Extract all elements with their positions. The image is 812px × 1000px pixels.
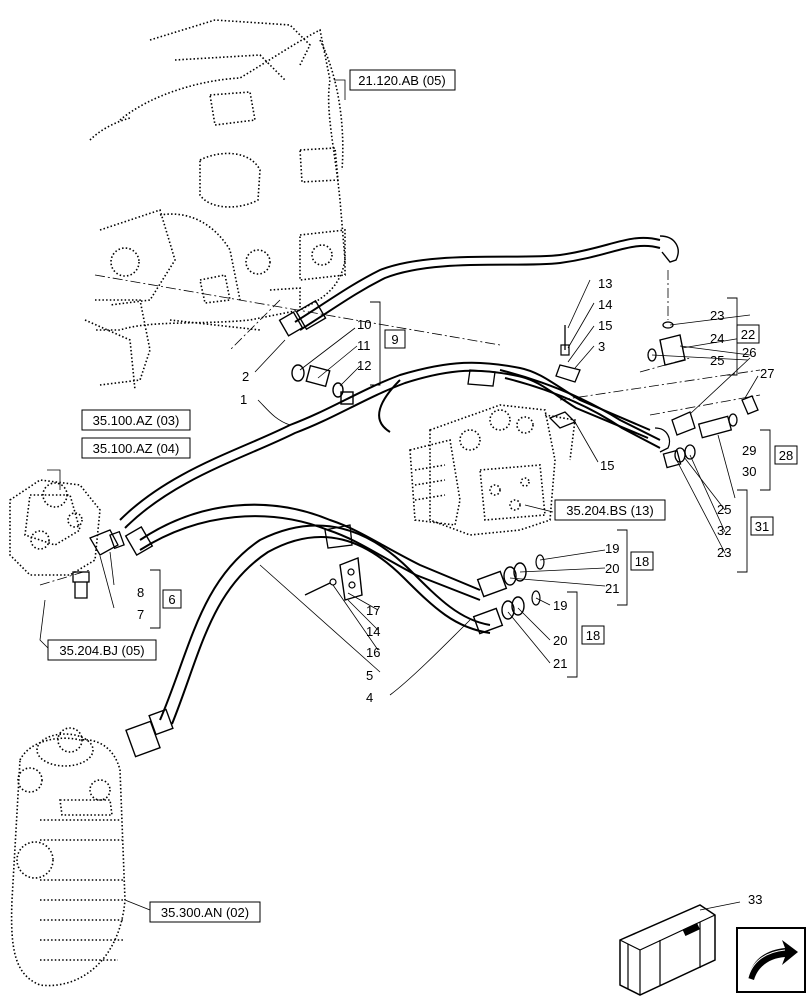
transmission-housing (84, 19, 346, 391)
fitting-set-28-31 (662, 395, 759, 469)
callout-2: 2 (242, 369, 249, 384)
callout-32: 32 (717, 523, 731, 538)
callout-15-lower: 15 (600, 458, 614, 473)
callout-23: 23 (710, 308, 724, 323)
group-brackets (150, 297, 771, 678)
callout-4: 4 (366, 690, 373, 705)
svg-text:35.204.BJ (05): 35.204.BJ (05) (59, 643, 144, 658)
centerline-b (559, 369, 761, 401)
svg-text:35.100.AZ (03): 35.100.AZ (03) (93, 413, 180, 428)
svg-text:31: 31 (755, 519, 769, 534)
callout-19: 19 (605, 541, 619, 556)
callout-17: 17 (366, 603, 380, 618)
callout-12: 12 (357, 358, 371, 373)
elbow-fitting-22 (647, 321, 686, 366)
ref-35100az03[interactable]: 35.100.AZ (03) (81, 409, 191, 431)
callout-8: 8 (137, 585, 144, 600)
group-box-9: 9 (384, 329, 406, 349)
callout-10: 10 (357, 317, 371, 332)
svg-text:28: 28 (779, 448, 793, 463)
ref-35204bj[interactable]: 35.204.BJ (05) (47, 639, 157, 661)
callout-13: 13 (598, 276, 612, 291)
group-box-31: 31 (750, 516, 774, 536)
fitting-set-18-lower (472, 590, 541, 635)
ref-35204bs[interactable]: 35.204.BS (13) (554, 499, 666, 521)
callout-25: 25 (710, 353, 724, 368)
centerline-c (649, 394, 761, 416)
callout-1: 1 (240, 392, 247, 407)
callout-20: 20 (605, 561, 619, 576)
callout-26: 26 (742, 345, 756, 360)
bolt-35204bj (72, 571, 90, 599)
group-box-18-upper: 18 (630, 551, 654, 571)
callout-15: 15 (598, 318, 612, 333)
callout-21: 21 (605, 581, 619, 596)
svg-text:21.120.AB (05): 21.120.AB (05) (358, 73, 445, 88)
svg-text:9: 9 (391, 332, 398, 347)
svg-text:35.300.AN (02): 35.300.AN (02) (161, 905, 249, 920)
pipe-3 (499, 369, 671, 453)
fitting-set-18-upper (476, 554, 545, 598)
callout-25-lower: 25 (717, 502, 731, 517)
hose-2 (278, 235, 679, 337)
next-page-arrow-icon[interactable] (736, 927, 806, 993)
group-box-18-lower: 18 (581, 625, 605, 645)
callout-14: 14 (598, 297, 612, 312)
centerline-a (94, 274, 501, 346)
svg-text:18: 18 (586, 628, 600, 643)
control-valve-block (409, 404, 576, 536)
bracket-assembly (548, 325, 581, 429)
ref-35100az04[interactable]: 35.100.AZ (04) (81, 437, 191, 459)
callout-20-lower: 20 (553, 633, 567, 648)
callout-23-lower: 23 (717, 545, 731, 560)
centerline-g (229, 299, 281, 351)
ref-21120ab[interactable]: 21.120.AB (05) (349, 69, 456, 91)
hydraulic-pump (9, 479, 101, 576)
callout-numbers: 2 1 10 11 12 13 14 15 3 15 23 24 25 26 2… (137, 276, 774, 907)
callout-33: 33 (748, 892, 762, 907)
svg-text:6: 6 (168, 592, 175, 607)
fitting-set-9 (291, 364, 354, 405)
callout-29: 29 (742, 443, 756, 458)
callout-16: 16 (366, 645, 380, 660)
hose-4 (125, 524, 491, 758)
callout-21-lower: 21 (553, 656, 567, 671)
kit-crate-33 (619, 904, 716, 996)
callout-7: 7 (137, 607, 144, 622)
svg-text:35.204.BS (13): 35.204.BS (13) (566, 503, 653, 518)
callout-14-lower: 14 (366, 624, 380, 639)
group-box-28: 28 (774, 445, 798, 465)
callout-19-lower: 19 (553, 598, 567, 613)
elbow-fitting-6 (89, 529, 125, 556)
callout-5: 5 (366, 668, 373, 683)
leader-lines (39, 79, 759, 911)
callout-27: 27 (760, 366, 774, 381)
svg-text:22: 22 (741, 327, 755, 342)
ref-35300an[interactable]: 35.300.AN (02) (149, 901, 261, 923)
filter-housing (10, 727, 126, 987)
callout-30: 30 (742, 464, 756, 479)
callout-3: 3 (598, 339, 605, 354)
svg-text:35.100.AZ (04): 35.100.AZ (04) (93, 441, 180, 456)
callout-24: 24 (710, 331, 724, 346)
callout-11: 11 (357, 338, 371, 353)
group-box-22: 22 (736, 324, 760, 344)
clamp-assembly (304, 557, 363, 601)
group-box-6: 6 (162, 589, 182, 609)
svg-text:18: 18 (635, 554, 649, 569)
hose-1 (119, 361, 651, 529)
